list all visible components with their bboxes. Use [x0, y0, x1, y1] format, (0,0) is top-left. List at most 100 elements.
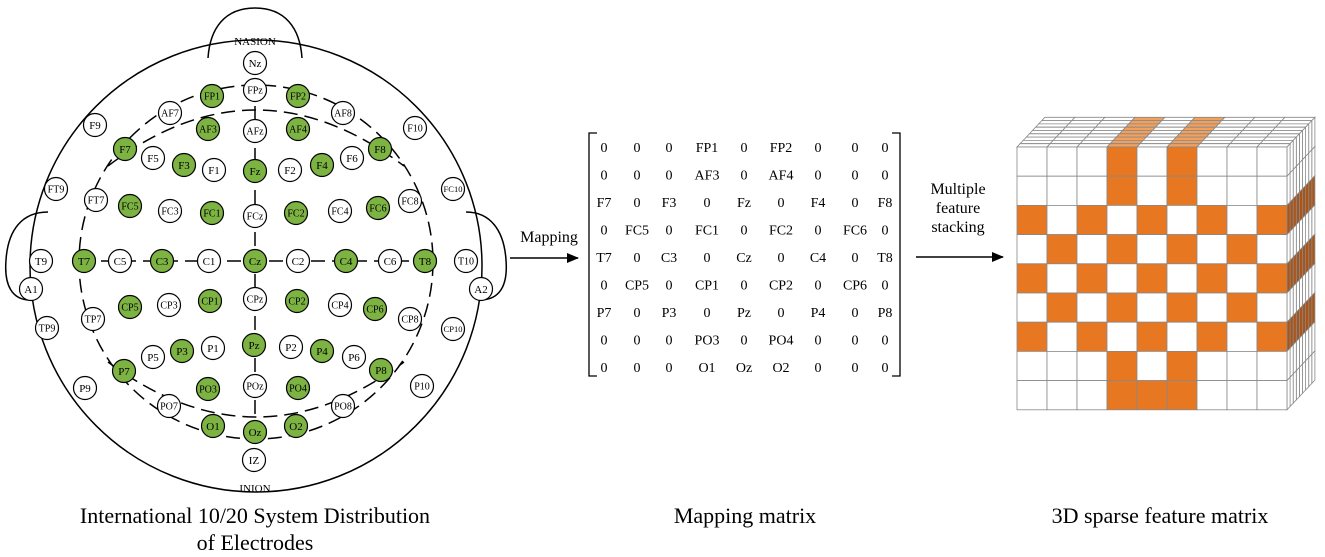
electrode-marker [82, 112, 108, 138]
matrix-cell: FC5 [625, 224, 649, 239]
electrode-label: F6 [346, 153, 358, 165]
cube-side-cell [1305, 356, 1310, 392]
electrode-marker [327, 292, 353, 318]
cube-front-cell [1016, 234, 1048, 265]
electrode-marker [284, 288, 310, 314]
cube-top-cell [1178, 130, 1214, 135]
electrode-marker [156, 292, 182, 318]
cube-side-cell [1289, 197, 1294, 233]
cube-front-cell [1106, 263, 1138, 294]
electrode-f6: F6 [339, 145, 365, 171]
electrode-marker [157, 100, 183, 126]
electrode-c2: C2 [285, 248, 311, 274]
matrix-cell: 0 [852, 169, 859, 184]
cube-side-cell [1308, 294, 1313, 330]
electrode-marker [368, 357, 394, 383]
cube-front-cell [1166, 204, 1198, 235]
cube-front-cell [1136, 380, 1168, 411]
matrix-cell: 0 [704, 196, 711, 211]
cube-top-cell [1034, 123, 1070, 128]
electrode-ft9: FT9 [43, 176, 69, 202]
cube-front-cell [1046, 292, 1078, 323]
electrode-p5: P5 [140, 344, 166, 370]
cube-side-cell [1286, 317, 1291, 353]
matrix-cell: CP6 [843, 279, 867, 294]
electrode-cp6: CP6 [362, 296, 388, 322]
electrode-f3: F3 [171, 152, 197, 178]
inion-label: INION [239, 483, 270, 495]
matrix-cell: 0 [666, 224, 673, 239]
matrix-cell: FC6 [843, 224, 867, 239]
cube-side-cell [1289, 168, 1294, 204]
electrode-marker [242, 50, 268, 76]
electrode-marker [28, 248, 54, 274]
electrode-marker [117, 193, 143, 219]
electrode-fc6: FC6 [365, 195, 391, 221]
electrode-label: P3 [176, 346, 188, 358]
cube-top-cell [1022, 136, 1058, 141]
ear-electrode-a2: A2 [468, 276, 494, 302]
electrode-label: C5 [114, 256, 127, 268]
electrode-label: TP9 [39, 324, 56, 335]
stacking-label-line2: feature [935, 200, 981, 217]
cube-top-cell [1181, 126, 1217, 131]
cube-front-cell [1046, 263, 1078, 294]
cube-top-cell [1274, 123, 1310, 128]
cube-top-cell [1085, 133, 1121, 138]
cube-side-cell [1308, 119, 1313, 155]
electrode-f5: F5 [140, 145, 166, 171]
cube-front-cell [1076, 380, 1108, 411]
electrode-label: T8 [419, 256, 432, 268]
cube-side-cell [1299, 275, 1303, 311]
cube-top-cell [1136, 143, 1172, 148]
electrode-marker [285, 83, 311, 109]
cube-side-cell [1308, 323, 1313, 359]
electrode-fc10: FC10 [440, 176, 466, 202]
electrode-label: FC1 [203, 209, 220, 220]
electrode-marker [18, 276, 44, 302]
cube-side-cell [1286, 288, 1291, 324]
matrix-cell: AF3 [695, 169, 720, 184]
cube-front-cell [1166, 263, 1198, 294]
cube-side-cell [1305, 152, 1310, 187]
matrix-cell: 0 [634, 306, 641, 321]
cube-side-cell [1311, 203, 1316, 239]
electrode-marker [242, 77, 268, 103]
electrode-marker [71, 248, 97, 274]
electrode-p8: P8 [368, 357, 394, 383]
cube-side-cell [1299, 246, 1303, 281]
electrode-p2: P2 [278, 334, 304, 360]
electrode-c4: C4 [333, 248, 359, 274]
nasion-label: NASION [234, 36, 276, 48]
electrode-marker [242, 118, 268, 144]
electrode-marker [277, 157, 303, 183]
electrode-c3: C3 [149, 248, 175, 274]
cube-side-cell [1292, 165, 1297, 200]
electrode-fpz: FPz [242, 77, 268, 103]
electrode-af8: AF8 [330, 100, 356, 126]
cube-side-cell [1302, 126, 1306, 161]
electrode-label: CP1 [201, 297, 218, 308]
matrix-cell: 0 [882, 361, 889, 376]
matrix-cell: 0 [852, 361, 859, 376]
cube-top-cell [1082, 136, 1118, 141]
cube-front-cell [1076, 146, 1108, 177]
cube-side-cell [1302, 242, 1306, 278]
cube-front-cell [1016, 263, 1048, 294]
cube-front-cell [1166, 175, 1198, 206]
electrode-o2: O2 [283, 413, 309, 439]
electrode-marker [196, 248, 222, 274]
matrix-cell: 0 [666, 361, 673, 376]
electrode-label: Fz [250, 166, 261, 178]
matrix-cell: C3 [661, 251, 677, 266]
electrode-af4: AF4 [285, 116, 311, 142]
cube-front-cell [1256, 263, 1288, 294]
cube-side-cell [1299, 333, 1303, 369]
matrix-cell: O2 [772, 361, 789, 376]
electrode-label: FC4 [331, 207, 348, 218]
cube-front-face [1016, 146, 1288, 411]
matrix-cell: 0 [741, 334, 748, 349]
electrode-tp9: TP9 [34, 315, 60, 341]
